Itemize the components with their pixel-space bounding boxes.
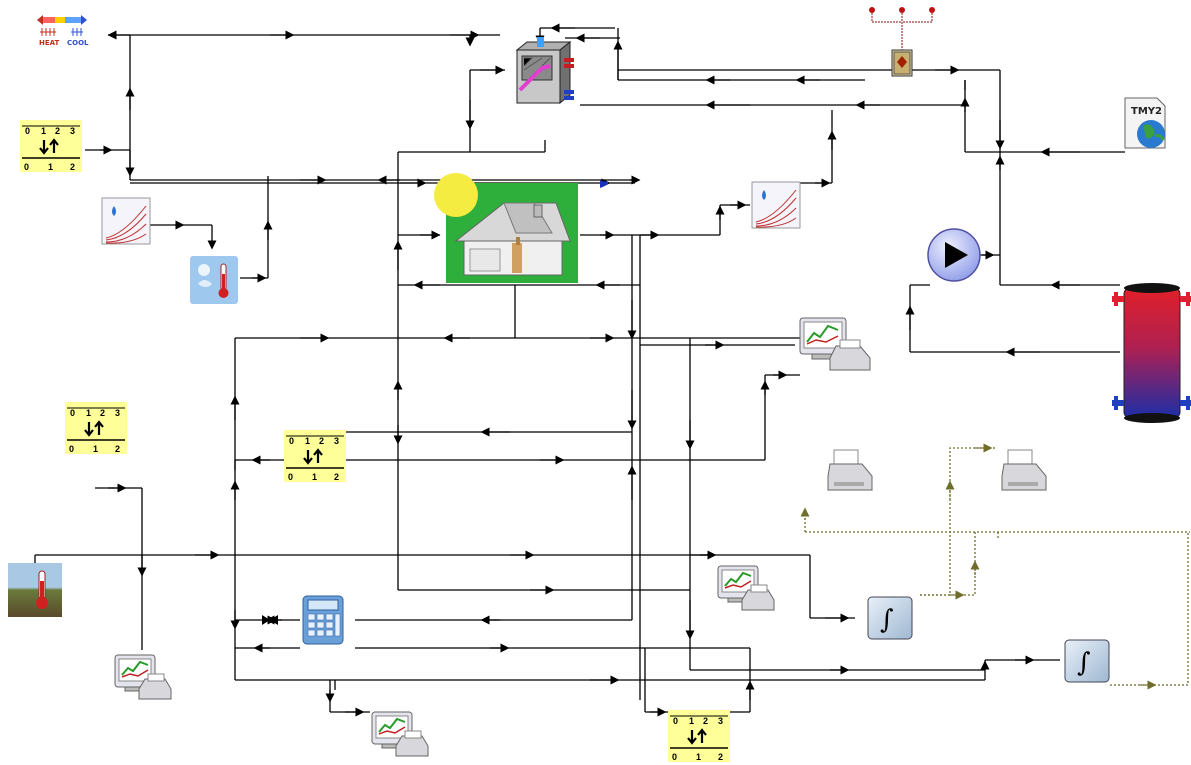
svg-text:1: 1 <box>41 126 46 136</box>
svg-text:1: 1 <box>48 162 53 172</box>
heat-cool-legend-icon[interactable]: HEAT COOL <box>37 15 89 47</box>
schedule-forcing-function-1[interactable]: 0 1 2 3 0 1 2 <box>20 120 82 172</box>
svg-text:2: 2 <box>115 444 120 454</box>
tmy2-label: TMY2 <box>1131 106 1162 117</box>
svg-text:1: 1 <box>696 752 701 762</box>
svg-text:0: 0 <box>69 444 74 454</box>
integral-symbol: ∫ <box>880 605 894 635</box>
schedule-forcing-function-3[interactable]: 0 1 2 3 0 1 2 <box>284 430 346 482</box>
svg-text:2: 2 <box>100 408 105 418</box>
cool-label: COOL <box>67 39 89 47</box>
svg-text:0: 0 <box>289 436 294 446</box>
weather-tmy2-icon[interactable]: TMY2 <box>1125 98 1165 148</box>
svg-text:0: 0 <box>672 752 677 762</box>
schedule-forcing-function-2[interactable]: 0 1 2 3 0 1 2 <box>65 402 127 454</box>
psychrometrics-1[interactable] <box>102 198 150 244</box>
svg-text:1: 1 <box>312 472 317 482</box>
svg-text:0: 0 <box>673 716 678 726</box>
online-plotter-4[interactable] <box>372 712 428 756</box>
svg-text:3: 3 <box>70 126 75 136</box>
svg-text:3: 3 <box>718 716 723 726</box>
printer-2[interactable] <box>1002 450 1046 490</box>
svg-text:1: 1 <box>689 716 694 726</box>
building-house-icon[interactable] <box>434 173 578 283</box>
integrator-2[interactable]: ∫ <box>1065 640 1109 682</box>
air-handler-icon[interactable] <box>517 37 574 103</box>
heat-label: HEAT <box>39 39 60 47</box>
svg-text:1: 1 <box>305 436 310 446</box>
psychrometrics-2[interactable] <box>752 182 800 228</box>
svg-text:2: 2 <box>334 472 339 482</box>
ground-temperature-icon[interactable] <box>8 563 62 617</box>
integral-symbol: ∫ <box>1077 648 1091 678</box>
svg-text:2: 2 <box>55 126 60 136</box>
schedule-forcing-function-4[interactable]: 0 1 2 3 0 1 2 <box>668 710 730 762</box>
svg-text:2: 2 <box>70 162 75 172</box>
svg-text:1: 1 <box>86 408 91 418</box>
svg-text:0: 0 <box>288 472 293 482</box>
integrator-1[interactable]: ∫ <box>868 597 912 639</box>
printer-1[interactable] <box>828 450 872 490</box>
valve-marker-icon <box>600 180 608 188</box>
connection-wires <box>35 28 1125 712</box>
svg-text:2: 2 <box>319 436 324 446</box>
online-plotter-2[interactable] <box>115 655 171 699</box>
sky-temperature-icon[interactable] <box>190 256 238 304</box>
svg-text:3: 3 <box>115 408 120 418</box>
storage-tank-icon[interactable] <box>1112 283 1191 423</box>
svg-text:0: 0 <box>25 126 30 136</box>
svg-text:0: 0 <box>70 408 75 418</box>
svg-text:3: 3 <box>334 436 339 446</box>
svg-text:2: 2 <box>718 752 723 762</box>
online-plotter-3[interactable] <box>718 566 774 610</box>
online-plotter-1[interactable] <box>800 318 870 370</box>
calculator-icon[interactable] <box>303 596 343 644</box>
svg-text:2: 2 <box>703 716 708 726</box>
diverter-icon <box>262 615 278 625</box>
controller-icon[interactable] <box>869 7 935 76</box>
pump-icon[interactable] <box>928 229 980 281</box>
svg-text:1: 1 <box>93 444 98 454</box>
svg-text:0: 0 <box>24 162 29 172</box>
